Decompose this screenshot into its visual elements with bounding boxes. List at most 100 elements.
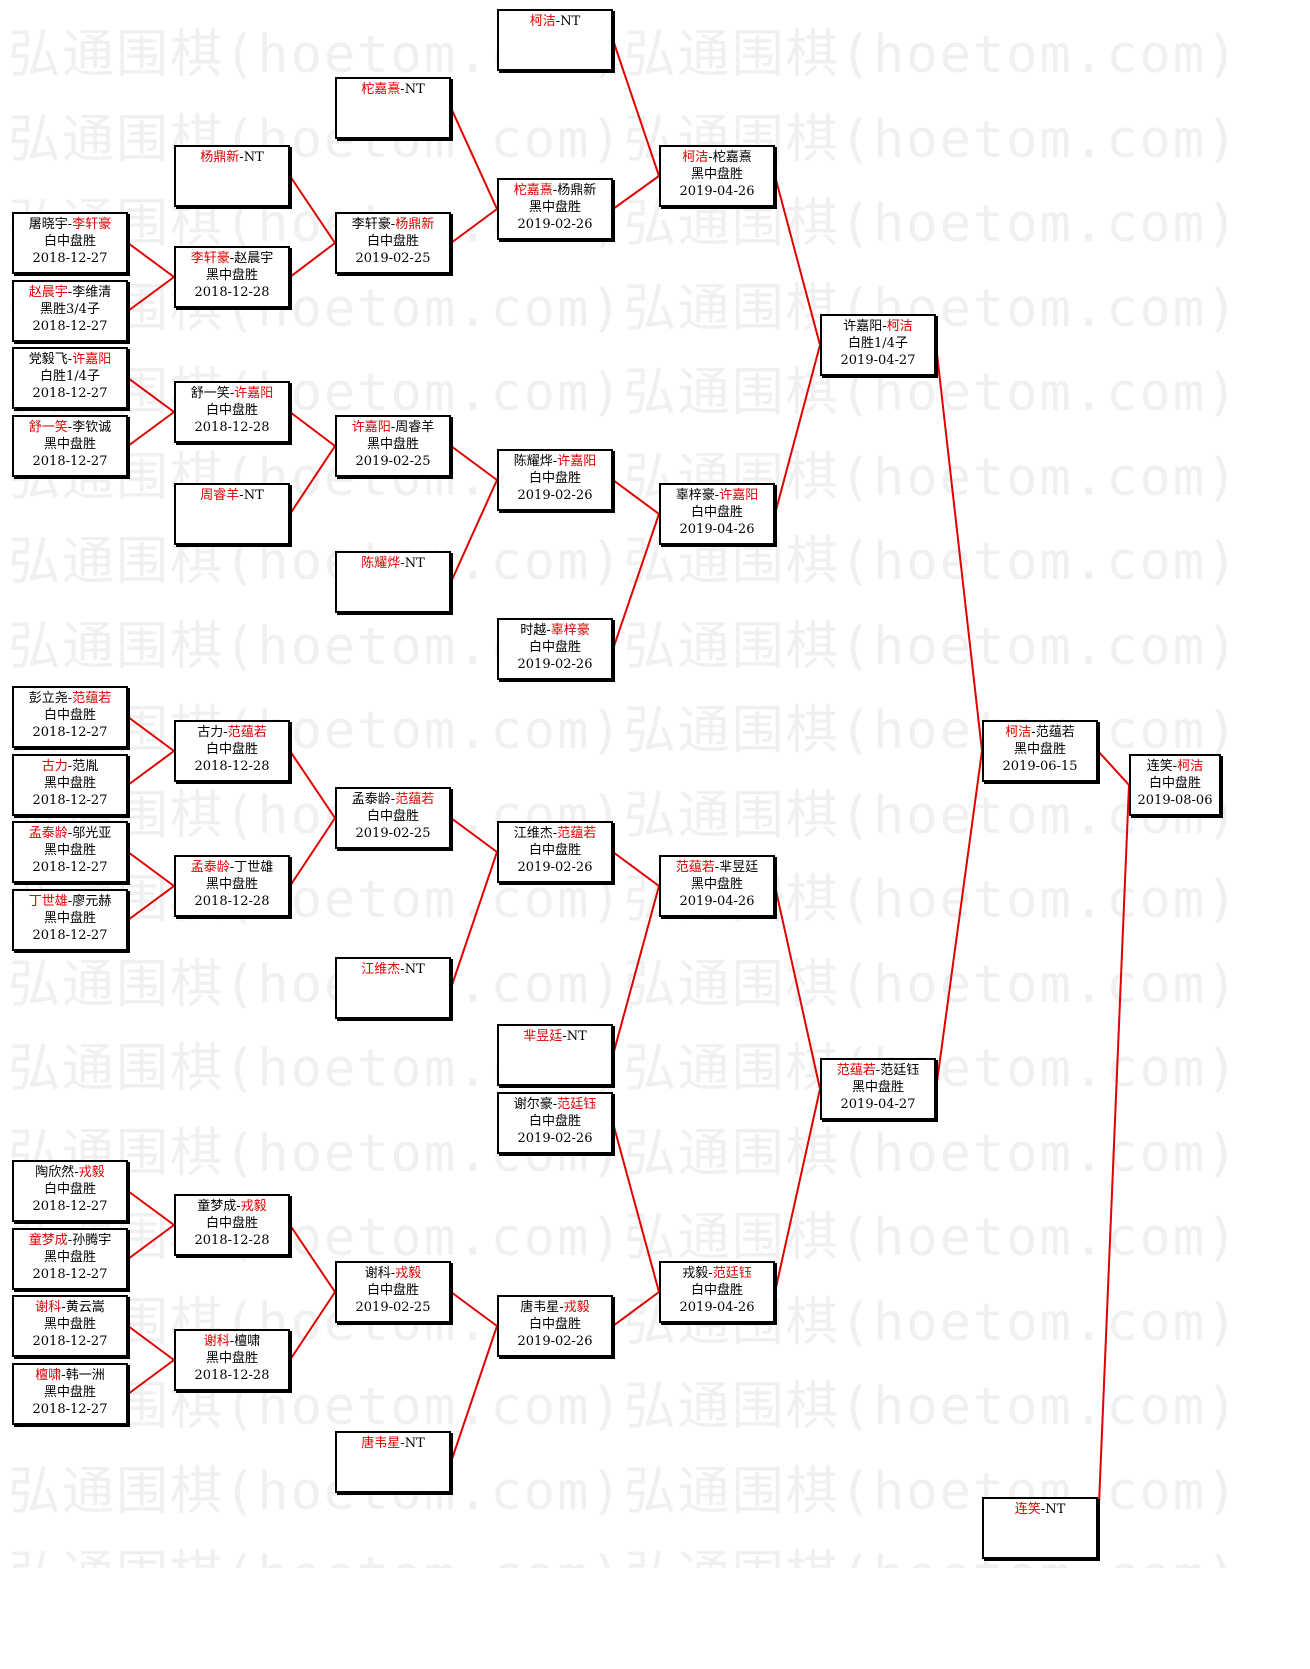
- player-black: 孟泰龄: [351, 792, 391, 807]
- match-box-r2-4[interactable]: 周睿羊-NT: [174, 483, 290, 545]
- match-box-r4-1[interactable]: 柯洁-NT: [497, 9, 613, 71]
- connector-r3_8-r4_8: [450, 1325, 498, 1463]
- vs-dash: -: [61, 1368, 66, 1383]
- player-black: 赵晨宇: [28, 285, 68, 300]
- vs-dash: -: [390, 1266, 396, 1281]
- match-players: 陈耀烨-NT: [337, 555, 449, 572]
- vs-dash: -: [223, 725, 228, 740]
- vs-dash: -: [67, 691, 73, 706]
- match-players: 党毅飞-许嘉阳: [14, 351, 126, 368]
- player-white: 檀啸: [234, 1334, 261, 1349]
- player-black: 唐韦星: [520, 1300, 560, 1315]
- connector-r4_6-r5_3: [612, 885, 660, 1056]
- player-black: 辜梓豪: [675, 488, 715, 503]
- player-white: 廖元赫: [72, 894, 112, 909]
- player-black: 范蕴若: [836, 1063, 876, 1078]
- vs-dash: -: [552, 826, 558, 841]
- match-players: 赵晨宇-李维清: [14, 284, 126, 301]
- match-box-r3-1[interactable]: 柁嘉熹-NT: [335, 77, 451, 139]
- match-box-r3-8[interactable]: 唐韦星-NT: [335, 1431, 451, 1493]
- match-players: 李轩豪-赵晨宇: [176, 250, 288, 267]
- match-result: 白中盘胜: [43, 1182, 96, 1197]
- vs-dash: -: [390, 217, 396, 232]
- connector-r6_2-r7_1: [935, 750, 983, 1090]
- connector-r2_1-r3_2: [289, 175, 336, 244]
- match-box-r7-2[interactable]: 连笑-NT: [982, 1497, 1098, 1559]
- match-players: 芈昱廷-NT: [499, 1028, 611, 1045]
- vs-dash: -: [239, 150, 244, 165]
- connector-r3_7-r4_8: [450, 1291, 498, 1327]
- match-players: 舒一笑-许嘉阳: [176, 385, 288, 402]
- match-result: 黑胜3/4子: [40, 302, 100, 317]
- connector-r7_2-final: [1097, 784, 1130, 1529]
- connector-r5_4-r6_2: [774, 1088, 821, 1293]
- match-date: 2018-12-28: [194, 1368, 270, 1383]
- connector-r4_3-r5_2: [612, 479, 660, 515]
- match-result: 白中盘胜: [528, 843, 581, 858]
- player-white: 杨鼎新: [395, 217, 435, 232]
- match-players: 童梦成-戎毅: [176, 1198, 288, 1215]
- vs-dash: -: [239, 488, 244, 503]
- match-players: 彭立尧-范蕴若: [14, 690, 126, 707]
- player-white: 范廷钰: [557, 1097, 597, 1112]
- connector-r4_1-r5_1: [612, 39, 660, 177]
- match-box-r3-4[interactable]: 陈耀烨-NT: [335, 551, 451, 613]
- connector-r1_6-r2_5: [127, 750, 175, 786]
- connector-r1_3-r2_3: [127, 377, 175, 413]
- player-black: 谢科: [364, 1266, 391, 1281]
- vs-dash: -: [390, 420, 396, 435]
- match-players: 许嘉阳-周睿羊: [337, 419, 449, 436]
- match-box-r3-6[interactable]: 江维杰-NT: [335, 957, 451, 1019]
- player-white: 李钦诚: [72, 420, 112, 435]
- player-black: 江维杰: [513, 826, 553, 841]
- player-white: 芈昱廷: [719, 860, 759, 875]
- vs-dash: -: [1040, 1502, 1046, 1517]
- match-result: 黑中盘胜: [43, 1385, 96, 1400]
- player-white: 柯洁: [1177, 759, 1204, 774]
- vs-dash: -: [559, 1300, 564, 1315]
- match-box-r4-6[interactable]: 芈昱廷-NT: [497, 1024, 613, 1086]
- connector-r3_6-r4_5: [450, 851, 498, 989]
- match-box-r2-1[interactable]: 杨鼎新-NT: [174, 145, 290, 207]
- match-players: 孟泰龄-邬光亚: [14, 825, 126, 842]
- match-result: 白中盘胜: [205, 403, 258, 418]
- match-date: 2019-02-25: [355, 826, 431, 841]
- match-result: 黑中盘胜: [690, 167, 743, 182]
